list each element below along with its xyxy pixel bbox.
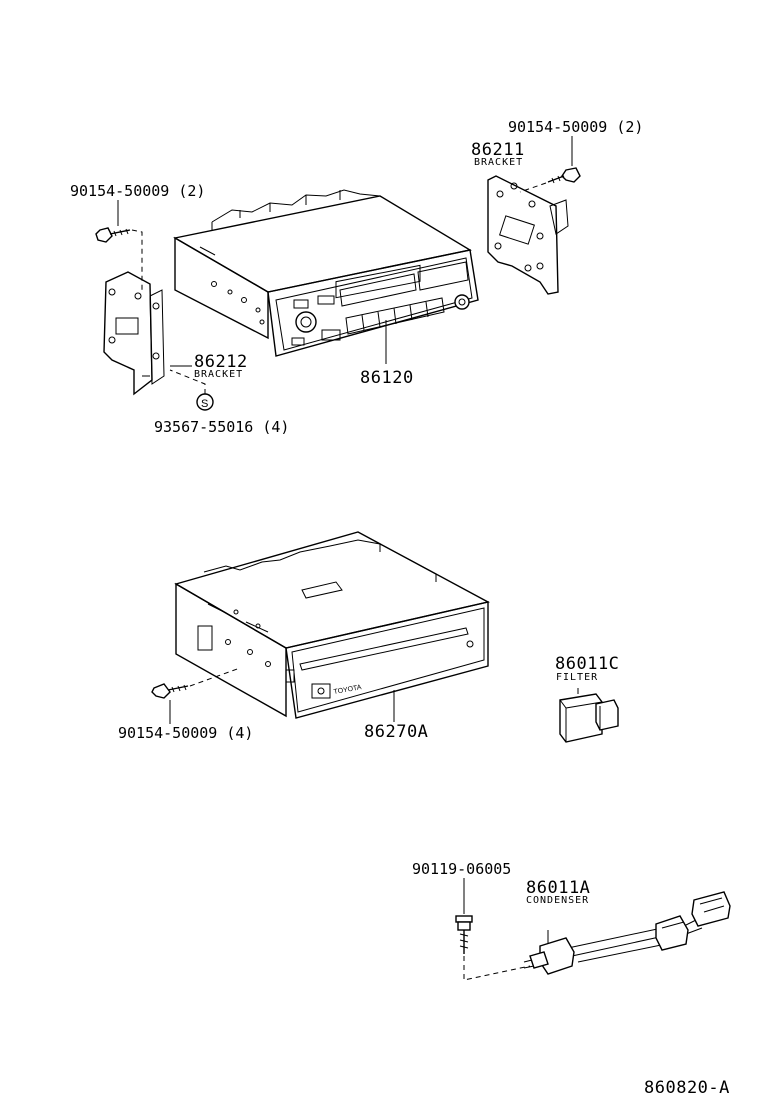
part-name-bracket-left: BRACKET [194, 369, 244, 380]
screw-top-left [95, 227, 131, 243]
part-label-screw-top-right: 90154-50009 (2) [508, 118, 644, 136]
part-label-screw-top-left: 90154-50009 (2) [70, 182, 206, 200]
condenser-part [523, 891, 731, 975]
part-label-bracket-left: 86212 [194, 352, 248, 372]
part-label-cd-player: 86270A [364, 722, 429, 742]
part-name-bracket-right: BRACKET [474, 157, 524, 168]
filter-part [559, 688, 619, 743]
part-name-filter: FILTER [556, 672, 599, 683]
radio-cassette-unit [173, 189, 479, 357]
part-name-condenser: CONDENSER [526, 895, 590, 906]
part-label-filter: 86011C [555, 654, 620, 674]
part-label-screw-s: 93567-55016 (4) [154, 418, 290, 436]
part-label-bolt: 90119-06005 [412, 860, 512, 878]
screw-cd [151, 683, 189, 699]
cd-brand-text: TOYOTA [333, 684, 362, 696]
part-label-screw-cd: 90154-50009 (4) [118, 724, 254, 742]
drawing-number: 860820-A [644, 1078, 730, 1098]
bolt-part [455, 878, 473, 954]
bracket-right [487, 175, 569, 295]
part-label-radio-cassette: 86120 [360, 368, 414, 388]
screw-top-right [547, 167, 581, 184]
bracket-left [103, 271, 165, 396]
part-label-condenser: 86011A [526, 878, 591, 898]
svg-text:S: S [201, 398, 208, 410]
s-screw-symbol: S [196, 393, 214, 411]
part-label-bracket-right: 86211 [471, 140, 525, 160]
cd-player-unit [174, 531, 490, 719]
